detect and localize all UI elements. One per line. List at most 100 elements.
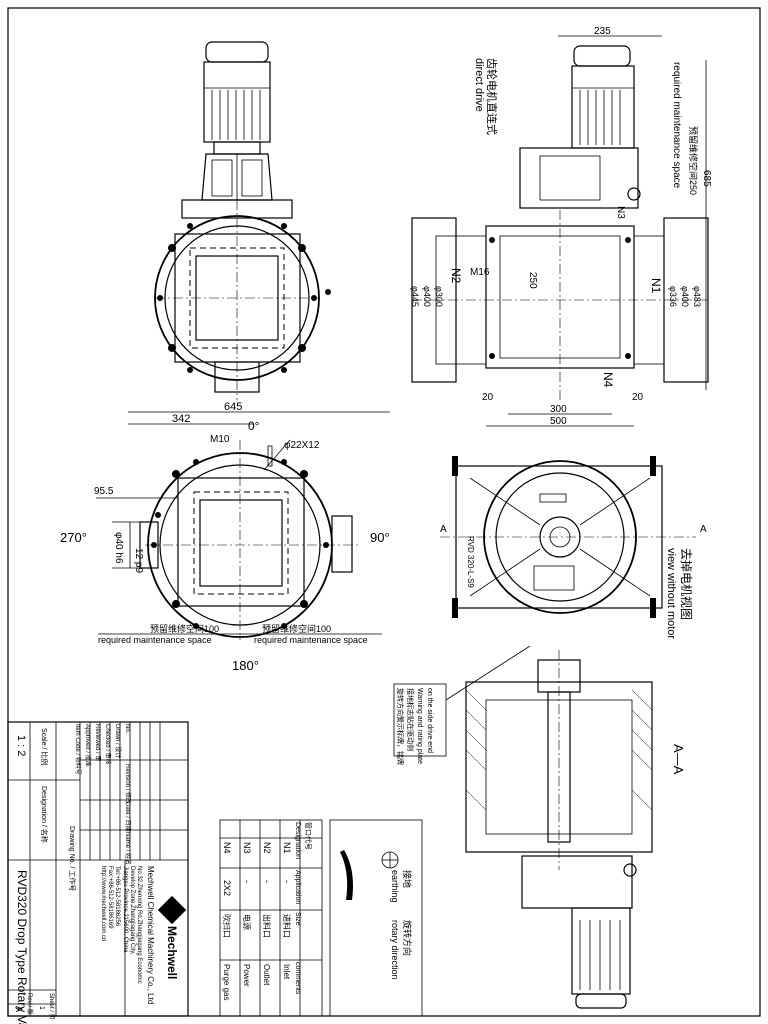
table-row-n2-cn: 出料口 bbox=[262, 914, 272, 938]
sheet-label: Sheet / 页 bbox=[48, 993, 55, 1020]
dim-d400-left: φ400 bbox=[422, 286, 432, 307]
table-row-n2-en: Outlet bbox=[262, 964, 271, 986]
dim-250: 250 bbox=[527, 272, 538, 289]
tb-row-header-date: Date / 日期 bbox=[124, 802, 132, 832]
nameplate-label: RVD 320-L-S9 bbox=[466, 536, 475, 588]
tb-row-checked: Checked / 审核 bbox=[104, 724, 112, 765]
table-row-n3-size: - bbox=[242, 880, 252, 883]
company-logo-text: Mechwell bbox=[165, 926, 179, 979]
dim-20-left: 20 bbox=[482, 392, 494, 403]
table-row-n1-id: N1 bbox=[282, 842, 292, 854]
warning-note-cn-2: 接地标志贴在驱动侧 bbox=[406, 688, 415, 751]
side-view: 235 required maintenance space 预留维修空间250… bbox=[410, 26, 712, 427]
dim-270deg: 270° bbox=[60, 530, 87, 545]
dim-keyway: 12 p9 bbox=[133, 548, 144, 573]
table-header-application: Application bbox=[294, 870, 301, 904]
maint-right-cn: 预留维修空间100 bbox=[262, 623, 331, 634]
rotation-arrow-icon bbox=[340, 850, 353, 900]
table-row-n2-id: N2 bbox=[262, 842, 272, 854]
dim-m10: M10 bbox=[210, 434, 230, 445]
tb-row-approved: Approved / 批准 bbox=[84, 724, 92, 767]
table-header-designation-cn: 管口代号 bbox=[304, 822, 313, 850]
dim-hole: φ22X12 bbox=[284, 440, 320, 451]
tb-row-reviewed: Reviewed / 审 bbox=[94, 724, 102, 761]
dim-n1: N1 bbox=[649, 278, 663, 294]
dim-90deg: 90° bbox=[370, 530, 390, 545]
rotation-label-en: rotary direction bbox=[390, 920, 400, 980]
earthing-label-cn: 接地 bbox=[402, 870, 413, 888]
legend-box: 接地 earthing 旋转方向 rotary direction bbox=[329, 819, 423, 1017]
drawing-no-label: Drawing No. / 工作号 bbox=[68, 826, 77, 891]
dim-180deg: 180° bbox=[232, 658, 259, 673]
table-header-comments: comments bbox=[294, 962, 301, 995]
tb-row-header-revision: Revision / 修改 bbox=[124, 764, 132, 804]
table-row-n1-size: - bbox=[282, 880, 292, 883]
earthing-icon bbox=[381, 851, 399, 869]
table-row-n3-en: Power bbox=[242, 964, 251, 987]
revision-value: A bbox=[14, 1006, 24, 1012]
table-row-n1-cn: 进料口 bbox=[282, 914, 292, 938]
maint-right-en: required maintenance space bbox=[254, 635, 368, 645]
tb-row-drawn: Drawn / 设计 bbox=[114, 724, 122, 758]
tb-row-item-code: Item Code / 物料号 bbox=[74, 724, 82, 775]
dim-n4: N4 bbox=[601, 372, 615, 388]
revision-label: Rev / 版 bbox=[26, 993, 34, 1015]
title-block: Scale / 比例 1 : 2 Designation / 名称 Drawin… bbox=[7, 721, 189, 1024]
direct-drive-label-cn: 齿轮电机直连式 bbox=[485, 58, 499, 135]
dim-235: 235 bbox=[594, 26, 611, 37]
warning-note-en-2: on the side drive end bbox=[426, 688, 433, 753]
company-name: Mechwell Chemical Machinery Co., Ltd bbox=[146, 866, 155, 1004]
maint-side-cn: 预留维修空间250 bbox=[688, 126, 699, 195]
dim-m16: M16 bbox=[470, 267, 490, 278]
view-without-motor-en: view without motor bbox=[665, 548, 677, 639]
dim-d336-right: φ336 bbox=[668, 286, 678, 307]
tb-row-header-name: Name / 姓名 bbox=[124, 832, 132, 865]
dim-685: 685 bbox=[701, 170, 712, 187]
table-row-n3-cn: 电源 bbox=[242, 914, 252, 930]
front-view: 342 M10 0° φ22X12 95.5 270° 90° φ40 h6 1… bbox=[60, 413, 390, 673]
company-fax: Fax:+86-512-58186169 bbox=[107, 866, 113, 929]
company-address-3: Jiangsu Province,215600, China bbox=[122, 866, 128, 953]
table-row-n4-id: N4 bbox=[222, 842, 232, 854]
dim-n3: N3 bbox=[615, 206, 626, 219]
table-row-n1-en: Inlet bbox=[282, 964, 291, 980]
dim-d400-right: φ400 bbox=[680, 286, 690, 307]
dim-d483-right: φ483 bbox=[692, 286, 702, 307]
view-without-motor-cn: 去掉电机视图 bbox=[679, 548, 694, 620]
scale-label: Scale / 比例 bbox=[40, 728, 49, 765]
company-logo-icon bbox=[157, 895, 187, 925]
view-without-motor: A A RVD 320-L-S9 去掉电机视图 view without mot… bbox=[440, 456, 707, 639]
dim-d300-left: φ300 bbox=[434, 286, 444, 307]
table-header-designation-en: Designation bbox=[294, 822, 301, 859]
dim-shaft: φ40 h6 bbox=[113, 532, 124, 564]
dim-500: 500 bbox=[550, 416, 567, 427]
earthing-label-en: earthing bbox=[390, 870, 400, 903]
table-row-n4-size: 2X2 bbox=[222, 880, 232, 896]
designation-value: RVD320 Drop Type Rotary Valve bbox=[15, 870, 29, 1024]
warning-note-en-1: Warning and rating plate bbox=[416, 688, 423, 764]
maint-side-en: required maintenance space bbox=[671, 62, 682, 189]
dim-20-right: 20 bbox=[632, 392, 644, 403]
designation-label: Designation / 名称 bbox=[40, 786, 49, 843]
scale-value: 1 : 2 bbox=[15, 735, 27, 756]
table-row-n4-en: Purge gas bbox=[222, 964, 231, 1000]
rotation-label-cn: 旋转方向 bbox=[402, 920, 413, 956]
top-view: 齿轮电机直连式 direct drive 645 bbox=[128, 41, 499, 413]
table-header-size: Size bbox=[294, 912, 301, 926]
maint-left-cn: 预留维修空间100 bbox=[150, 623, 219, 634]
warning-note-cn-1: 旋转方向警示标牌，铭牌 bbox=[396, 688, 405, 765]
dim-d445-left: φ445 bbox=[410, 286, 420, 307]
section-view-a-a: A—A 旋转方向警示标牌，铭牌 接地标志贴在驱动侧 Warning and ra… bbox=[393, 645, 686, 1009]
dim-0deg: 0° bbox=[248, 419, 260, 433]
tb-row-header-no: No. bbox=[124, 724, 130, 734]
section-a-a-label: A—A bbox=[671, 744, 686, 775]
dim-n2: N2 bbox=[449, 268, 463, 284]
section-marker-a-left: A bbox=[440, 524, 447, 535]
table-row-n2-size: - bbox=[262, 880, 272, 883]
dim-300: 300 bbox=[550, 404, 567, 415]
company-address-2: Develop Zone,Zhangjiagang City, bbox=[129, 866, 135, 955]
direct-drive-label-en: direct drive bbox=[473, 58, 485, 112]
table-row-n4-cn: 吹扫口 bbox=[222, 914, 232, 938]
connection-table: 管口代号 Designation Application Size commen… bbox=[219, 819, 323, 1017]
